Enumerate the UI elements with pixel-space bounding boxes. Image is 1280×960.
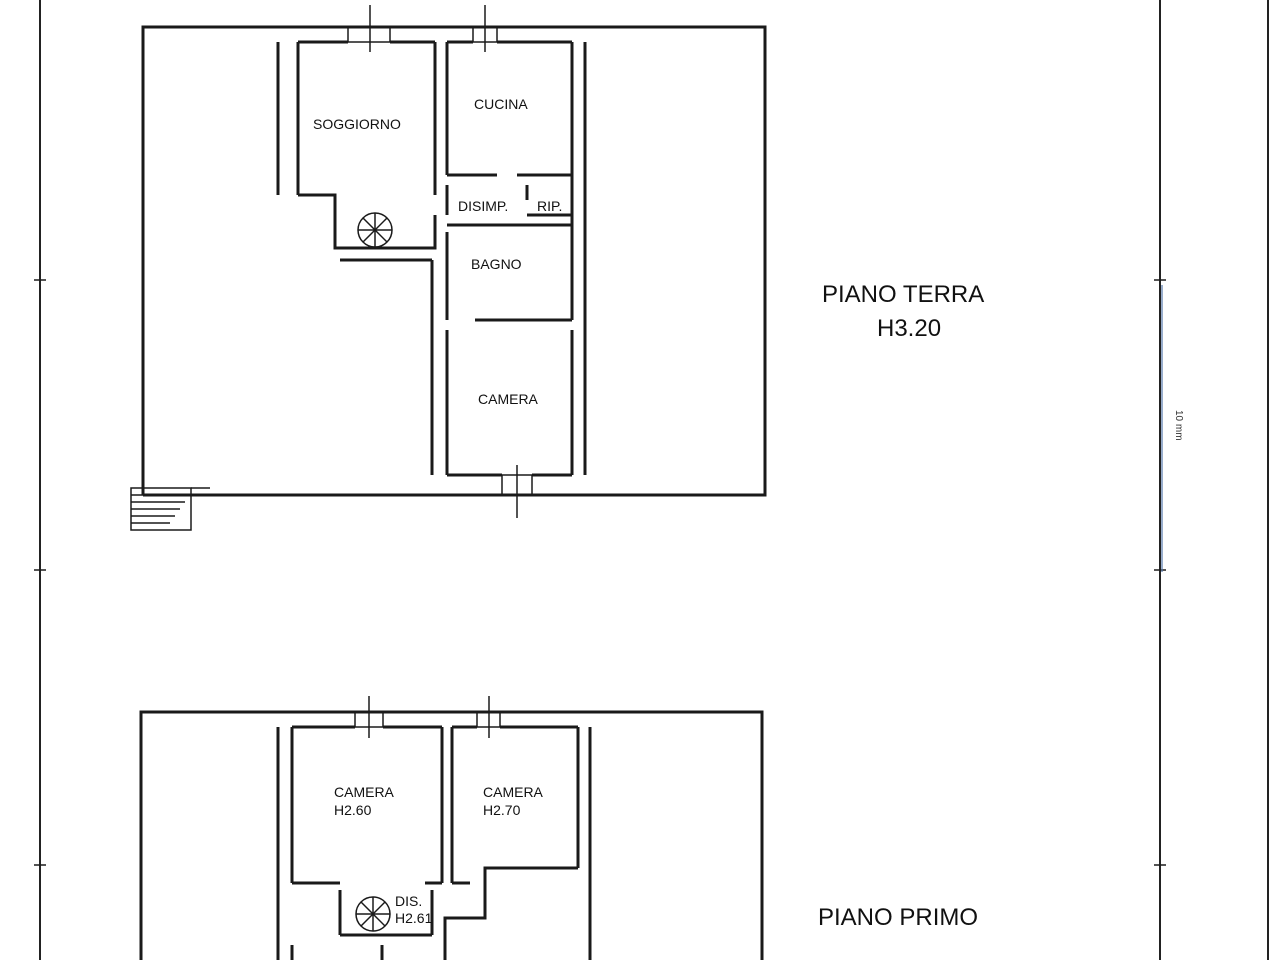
first-spiral-stair-icon: [355, 896, 391, 932]
scale-bar: 10 mm: [1161, 285, 1184, 572]
room-label-camera-first-1: CAMERA: [334, 784, 395, 800]
room-label-rip: RIP.: [537, 198, 562, 214]
room-label-camera-first-1-height: H2.60: [334, 802, 372, 818]
frame-ticks: [34, 279, 1166, 866]
room-label-dis: DIS.: [395, 893, 422, 909]
room-label-camera-ground: CAMERA: [478, 391, 539, 407]
external-stair-icon: [130, 487, 210, 531]
scale-bar-label: 10 mm: [1173, 410, 1184, 441]
room-label-camera-first-2: CAMERA: [483, 784, 544, 800]
first-floor-title: PIANO PRIMO: [818, 904, 978, 931]
first-outer-boundary: [139, 710, 764, 960]
room-label-camera-first-2-height: H2.70: [483, 802, 521, 818]
soggiorno-window: [347, 26, 391, 43]
room-label-cucina: CUCINA: [474, 96, 528, 112]
room-label-bagno: BAGNO: [471, 256, 522, 272]
room-label-soggiorno: SOGGIORNO: [313, 116, 401, 132]
room-label-disimp: DISIMP.: [458, 198, 508, 214]
first-floor-plan: CAMERA H2.60 CAMERA H2.70 DIS. H2.61 PIA…: [139, 696, 978, 960]
room-label-dis-height: H2.61: [395, 910, 433, 926]
ground-outer-boundary: [141, 25, 767, 497]
ground-floor-title: PIANO TERRA: [822, 281, 984, 308]
ground-floor-height: H3.20: [877, 315, 941, 342]
ground-floor-plan: SOGGIORNO CUCINA DISIMP. RIP. BAGNO CAME…: [130, 5, 984, 531]
ground-spiral-stair-icon: [357, 212, 393, 248]
